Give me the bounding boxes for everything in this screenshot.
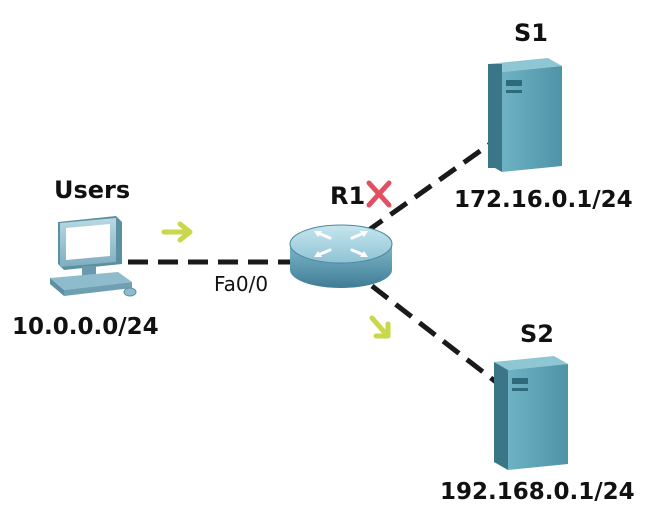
server-icon bbox=[494, 356, 568, 470]
router-icon bbox=[289, 224, 393, 288]
s1-label: S1 bbox=[514, 19, 548, 47]
traffic-arrow-icon bbox=[161, 221, 193, 243]
s2-label: S2 bbox=[520, 320, 554, 348]
link-router-s1 bbox=[364, 141, 492, 235]
server-icon bbox=[488, 58, 562, 172]
router-interface-label: Fa0/0 bbox=[214, 272, 269, 296]
users-label: Users bbox=[54, 176, 131, 204]
blocked-x-icon bbox=[366, 180, 392, 208]
s1-address-label: 172.16.0.1/24 bbox=[454, 187, 633, 213]
traffic-arrow-icon bbox=[369, 315, 391, 339]
desktop-pc-icon bbox=[50, 216, 137, 297]
router-label: R1 bbox=[330, 182, 366, 210]
users-subnet-label: 10.0.0.0/24 bbox=[12, 314, 159, 340]
link-router-s2 bbox=[370, 284, 498, 384]
s2-address-label: 192.168.0.1/24 bbox=[440, 479, 635, 505]
